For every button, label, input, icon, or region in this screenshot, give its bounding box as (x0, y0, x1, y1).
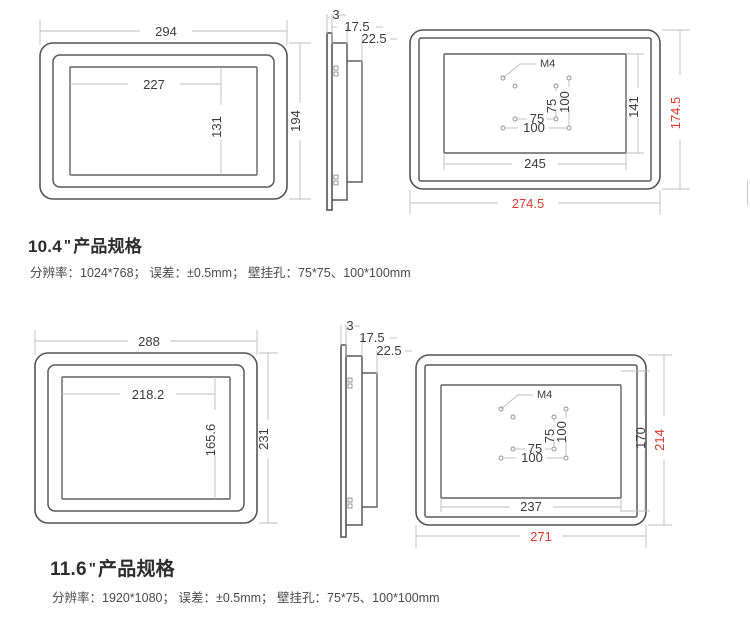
dim-vesa-100-h: 100 (521, 450, 543, 465)
spec-block-10-4: 10.4"产品规格 分辨率：1024*768； 误差：±0.5mm； 壁挂孔：7… (0, 234, 750, 282)
side-body-step1 (332, 42, 348, 201)
inch-symbol: " (88, 560, 97, 577)
m4-leader-line (502, 63, 536, 79)
dim-rear-overall-height: 214 (652, 429, 667, 451)
dim-screen-width: 218.2 (132, 387, 165, 402)
side-view-11-6: 3 17.5 22.5 (340, 318, 412, 538)
rear-recess (440, 384, 622, 499)
front-mid-frame (52, 54, 275, 188)
vesa-hole (512, 116, 518, 122)
vesa-hole (498, 455, 504, 461)
dim-screen-height: 165.6 (203, 424, 218, 457)
drawing-svg-10-4: .ol { fill:none; stroke:#555555; stroke-… (39, 7, 690, 215)
dim-rear-inner-width: 237 (520, 499, 542, 514)
rear-recess (443, 53, 627, 154)
label-m4-thread: M4 (537, 389, 552, 401)
dim-vesa-100-h: 100 (523, 120, 545, 135)
vesa-hole (512, 83, 518, 89)
dim-mid-depth: 17.5 (359, 330, 384, 345)
front-view-11-6: 288 231 218.2 165.6 (34, 330, 278, 524)
dim-front-plate: 3 (346, 318, 353, 333)
dim-total-depth: 22.5 (376, 343, 401, 358)
spec-block-11-6: 11.6"产品规格 分辨率：1920*1080； 误差：±0.5mm； 壁挂孔：… (0, 556, 750, 607)
vesa-hole (566, 75, 572, 81)
dim-screen-height: 131 (209, 116, 224, 138)
front-screen (61, 376, 231, 500)
spec-title-10-4: 10.4"产品规格 (0, 234, 750, 260)
front-screen (69, 66, 258, 176)
connector-mark (347, 377, 353, 383)
vesa-hole (553, 116, 559, 122)
spec-size-value: 10.4 (28, 237, 62, 256)
front-mid-frame (47, 364, 245, 512)
connector-mark (333, 180, 339, 186)
drawing-svg-11-6: .ol { fill:none; stroke:#555555; stroke-… (34, 318, 672, 548)
drawing-11-6: .ol { fill:none; stroke:#555555; stroke-… (0, 310, 750, 550)
dim-total-depth: 22.5 (361, 31, 386, 46)
side-body-step2 (347, 60, 363, 183)
dim-mid-depth: 17.5 (344, 19, 369, 34)
rear-outer-bezel (409, 29, 661, 190)
vesa-hole (563, 455, 569, 461)
vesa-hole (551, 414, 557, 420)
spec-title-suffix: 产品规格 (73, 237, 143, 256)
dim-rear-overall-width: 274.5 (512, 196, 545, 211)
rear-back-plate (424, 364, 638, 518)
side-front-plate (340, 344, 347, 538)
dim-overall-width: 294 (155, 24, 177, 39)
rear-view-10-4: M4 75 100 75 100 (409, 29, 690, 215)
vesa-hole (566, 125, 572, 131)
dim-screen-width: 227 (143, 77, 165, 92)
rear-view-11-6: M4 75 100 75 100 (415, 354, 672, 548)
vesa-hole (498, 406, 504, 412)
dim-vesa-75-v: 75 (542, 429, 557, 443)
dim-rear-inner-width: 245 (524, 156, 546, 171)
label-m4-thread: M4 (540, 58, 555, 70)
connector-mark (347, 497, 353, 503)
vesa-hole (563, 406, 569, 412)
dim-overall-width: 288 (138, 334, 160, 349)
spec-details-11-6: 分辨率：1920*1080； 误差：±0.5mm； 壁挂孔：75*75、100*… (52, 590, 440, 605)
rear-outer-bezel (415, 354, 647, 526)
spec-title-11-6: 11.6"产品规格 (0, 556, 750, 585)
dim-rear-overall-width: 271 (530, 529, 552, 544)
front-outer-bezel (34, 352, 258, 524)
vesa-hole (500, 75, 506, 81)
drawing-10-4: .ol { fill:none; stroke:#555555; stroke-… (0, 0, 750, 232)
front-view-10-4: 294 194 227 131 (39, 20, 311, 200)
dim-vesa-75-h: 75 (530, 111, 544, 126)
dim-overall-height: 194 (288, 110, 303, 132)
inch-symbol: " (63, 237, 72, 254)
spec-details-10-4: 分辨率：1024*768； 误差：±0.5mm； 壁挂孔：75*75、100*1… (30, 265, 411, 280)
vesa-hole (510, 446, 516, 452)
connector-mark (333, 174, 339, 180)
side-body-step1 (346, 355, 363, 526)
dim-vesa-75-h: 75 (528, 441, 542, 456)
vesa-hole (510, 414, 516, 420)
spec-title-suffix: 产品规格 (98, 559, 175, 580)
dim-rear-inner-height: 170 (633, 427, 648, 449)
connector-mark (347, 503, 353, 509)
side-body-step2 (362, 372, 378, 508)
dim-vesa-100-v: 100 (557, 91, 572, 113)
front-outer-bezel (39, 42, 288, 200)
dim-overall-height: 231 (256, 428, 271, 450)
connector-mark (347, 383, 353, 389)
vesa-hole (500, 125, 506, 131)
side-view-10-4: 3 17.5 22.5 (326, 7, 397, 211)
spec-size-value: 11.6 (50, 559, 87, 580)
dim-front-plate: 3 (332, 7, 339, 22)
dim-vesa-75-v: 75 (544, 99, 559, 113)
side-front-plate (326, 32, 333, 211)
dim-rear-overall-height: 174.5 (668, 97, 683, 130)
vesa-hole (551, 446, 557, 452)
dim-rear-inner-height: 141 (626, 96, 641, 118)
connector-mark (333, 71, 339, 77)
dim-vesa-100-v: 100 (554, 421, 569, 443)
m4-leader-line (500, 394, 533, 410)
connector-mark (333, 65, 339, 71)
vesa-hole (553, 83, 559, 89)
image-edge-artifact (747, 180, 748, 206)
rear-back-plate (418, 37, 652, 182)
